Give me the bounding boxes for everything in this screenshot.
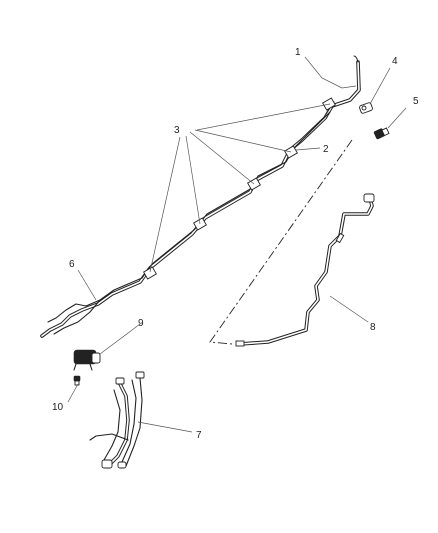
tube-part-8 [235,193,375,347]
clip [143,266,157,280]
callout-5: 5 [413,96,419,107]
callout-8: 8 [370,322,376,333]
main-tube-assembly [40,55,361,338]
callout-2: 2 [323,144,329,155]
callout-10: 10 [52,402,64,413]
callout-3: 3 [174,125,180,136]
callout-6: 6 [69,259,75,270]
callout-7: 7 [196,430,202,441]
callout-4: 4 [392,56,398,67]
callout-9: 9 [138,318,144,329]
callout-1: 1 [295,47,301,58]
reference-line [209,139,353,345]
screw-part-10 [73,375,81,386]
harness-part-7 [89,371,145,469]
leader-lines [67,56,407,433]
connector-part-4 [359,102,373,114]
callouts: 1 2 3 4 5 6 7 8 9 10 [52,47,419,441]
fitting-part-5 [373,127,390,140]
filter-part-9 [73,349,101,371]
